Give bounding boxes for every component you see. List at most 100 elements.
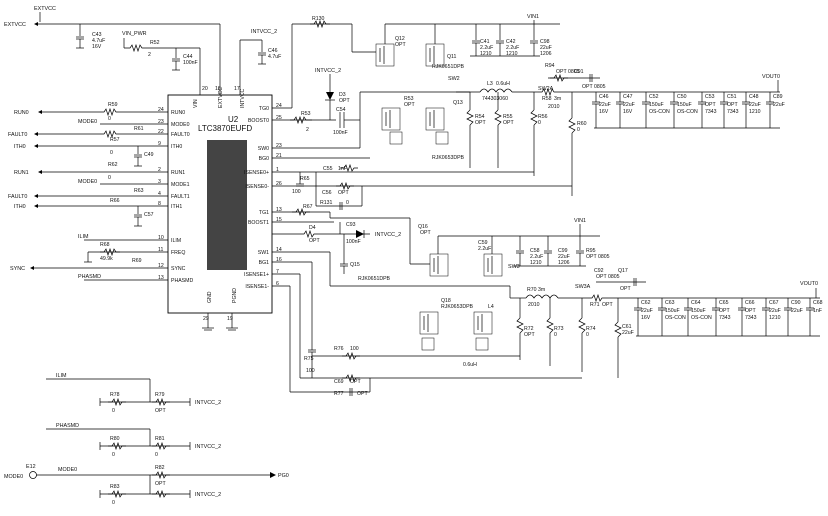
net-mode0-b: MODE0: [78, 179, 97, 185]
r52-val: 2: [148, 52, 151, 58]
r70-ref: R71: [590, 302, 600, 308]
q17-ref: Q18: [441, 298, 451, 304]
r59-val: 0: [108, 116, 111, 122]
net-fault0: FAULT0: [8, 132, 27, 138]
ic-right-pin-number: 15: [276, 217, 282, 223]
net-run1: RUN1: [14, 170, 29, 176]
out-cap-val: 22uF: [623, 102, 635, 108]
ic-ref: U2: [228, 115, 239, 124]
net-fault0-b: FAULT0: [8, 194, 27, 200]
ic-right-pin-number: 21: [276, 153, 282, 159]
l3-part: 744303060: [482, 96, 508, 102]
out-cap-val: 150uF: [691, 308, 706, 314]
net-mode0-c: MODE0: [58, 467, 77, 473]
pin-num-17: 17: [234, 86, 240, 92]
mosfet-q11: [425, 43, 445, 67]
q15-ref: Q16: [418, 224, 428, 230]
c41-val: 2.2uF: [480, 45, 493, 51]
out-cap-ref: C50: [677, 94, 687, 100]
r55-val: OPT: [503, 120, 514, 126]
c92-ref: Q17: [618, 268, 628, 274]
r74-ref: C61: [622, 324, 632, 330]
ic-left-pin-number: 24: [158, 107, 164, 113]
out-cap-val: 22uF: [641, 308, 653, 314]
r57-ref: R57: [110, 137, 120, 143]
out-cap-val: 22uF: [791, 308, 803, 314]
r65-ref: C56: [322, 190, 332, 196]
ic-right-pin-label: BG0: [259, 156, 269, 162]
ic-right-pin-number: 25: [276, 115, 282, 121]
ic-left-pin-number: 22: [158, 129, 164, 135]
ic-left-pin-label: ITH1: [171, 204, 182, 210]
out-cap-ref: C46: [599, 94, 609, 100]
net-mode0-a: MODE0: [78, 119, 97, 125]
c42-val: 2.2uF: [506, 45, 519, 51]
c54-ref: C54: [336, 107, 346, 113]
out-cap-val: 150uF: [677, 102, 692, 108]
net-intvcc2-b: INTVCC_2: [195, 444, 221, 450]
ic-right-pin-label: ISENSE1-: [245, 284, 269, 290]
r54-ref: R54: [475, 114, 485, 120]
r62-val: 0: [108, 175, 111, 181]
c68-ref: R75: [304, 356, 314, 362]
net-sw3: SW3: [508, 264, 520, 270]
c42-ref: C42: [506, 39, 516, 45]
net-vout0-bottom: VOUT0: [800, 281, 818, 287]
out-cap-val: OPT: [727, 102, 738, 108]
r81-ref: R82: [155, 465, 165, 471]
q14-val: OPT: [404, 102, 415, 108]
ic-right-pin-label: BOOST1: [248, 220, 269, 226]
r76-val: OPT: [350, 379, 361, 385]
c98-val: 22uF: [540, 45, 552, 51]
net-sync: SYNC: [10, 266, 25, 272]
c58-val: 22uF: [558, 254, 570, 260]
r68-ref: R68: [100, 242, 110, 248]
cap-bank-input0: [470, 24, 540, 57]
net-extvcc-top: EXTVCC: [34, 6, 56, 12]
r130-ref: R130: [312, 16, 325, 22]
net-intvcc2-d4: INTVCC_2: [375, 232, 401, 238]
net-ith0-b: ITH0: [14, 204, 26, 210]
net-vout0-top: VOUT0: [762, 74, 780, 80]
r64-ref: R63: [134, 188, 144, 194]
out-cap-ref: C68: [813, 300, 823, 306]
r70-val: OPT: [602, 302, 613, 308]
ic-right-pin-number: 14: [276, 247, 282, 253]
r65-val: OPT: [338, 190, 349, 196]
out-cap-ref: C67: [769, 300, 779, 306]
net-intvcc2-c: INTVCC_2: [195, 492, 221, 498]
r73-ref: R74: [586, 326, 596, 332]
ic-right-pin-label: TG1: [259, 210, 269, 216]
r73-val: 0: [586, 332, 589, 338]
out-cap-rating: 7343: [745, 315, 757, 321]
net-sw2: SW2: [448, 76, 460, 82]
c91-val: OPT 0805: [582, 84, 606, 90]
r76-ref: C69: [334, 379, 344, 385]
r61-ref: R61: [134, 126, 144, 132]
ic-right-pin-label: ISENSE1+: [244, 272, 269, 278]
ic-left-pin-number: 2: [158, 167, 161, 173]
r58-ref: R58: [542, 96, 552, 102]
net-sw2a: SW2A: [538, 86, 554, 92]
r55-ref: R55: [503, 114, 513, 120]
c69-ref: R77: [334, 391, 344, 397]
c42-pkg: 1210: [506, 51, 518, 57]
net-ilim: ILIM: [78, 234, 89, 240]
pin-num-29: 29: [203, 316, 209, 322]
c57-ref: C57: [144, 212, 154, 218]
ic-exposed-pad: [207, 140, 247, 270]
r71-ref: R72: [524, 326, 534, 332]
ic-right-pin-label: ISENSE0-: [245, 184, 269, 190]
r95-ref: C92: [594, 268, 604, 274]
c59-ref: C58: [530, 248, 540, 254]
mosfet-q16: [483, 253, 503, 277]
out-cap-rating: 16V: [641, 315, 651, 321]
c58-ref: C99: [558, 248, 568, 254]
ic-left-pin-number: 23: [158, 119, 164, 125]
r57-val: 0: [110, 150, 113, 156]
ic-right-pin-label: SW1: [258, 250, 269, 256]
mosfet-q18: [473, 311, 493, 335]
r131-ref: R67: [303, 204, 313, 210]
ic-left-pin-label: RUN1: [171, 170, 185, 176]
out-cap-ref: C47: [623, 94, 633, 100]
